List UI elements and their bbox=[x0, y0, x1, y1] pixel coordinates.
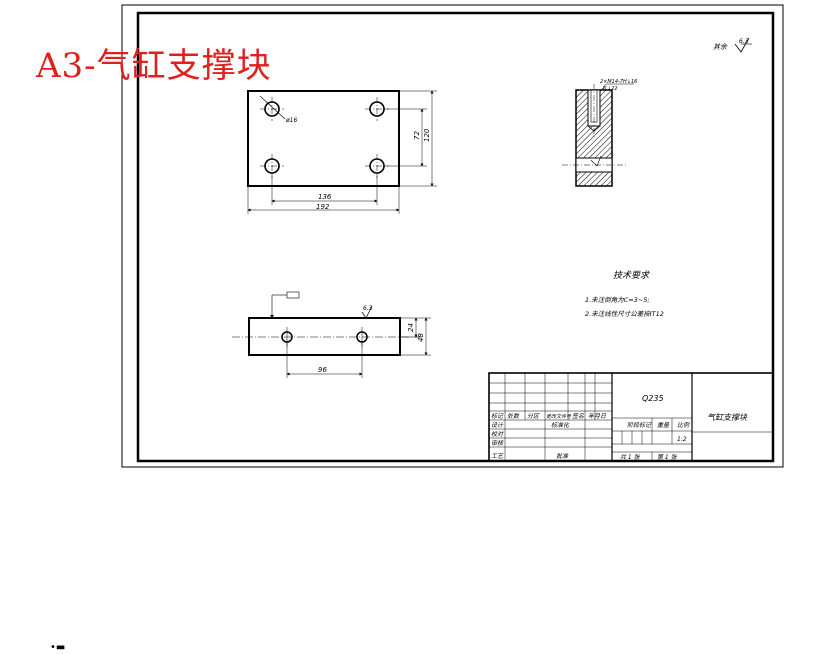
stage-label: 阶段标记 bbox=[627, 421, 652, 429]
standard-label: 标准化 bbox=[551, 421, 570, 429]
thread-note-1: 2×M14-7H↓16 bbox=[600, 79, 637, 85]
approve-label: 批准 bbox=[556, 452, 569, 460]
hole-diameter-label: ø16 bbox=[285, 117, 297, 124]
title-block bbox=[488, 372, 774, 462]
header-change-doc: 更改文件号 bbox=[546, 413, 572, 420]
row-label-review: 审核 bbox=[491, 439, 504, 447]
corner-mark-label: 其余 bbox=[713, 43, 728, 51]
bottom-marker: •▬ bbox=[50, 642, 66, 653]
dim-half-thickness: 24 bbox=[407, 323, 415, 332]
drawing-title: A3-气缸支撑块 bbox=[36, 46, 272, 86]
side-roughness-value: 6.3 bbox=[363, 305, 373, 312]
material-label: Q235 bbox=[642, 394, 664, 403]
scale-label: 比例 bbox=[677, 421, 690, 429]
dim-hole-pitch-y: 72 bbox=[413, 131, 421, 140]
header-count: 处数 bbox=[507, 412, 520, 420]
dim-hole-pitch-x: 136 bbox=[318, 193, 332, 201]
note-item-1: 1.未注倒角为C=3~5; bbox=[585, 296, 650, 304]
dim-total-height: 120 bbox=[423, 128, 431, 142]
dim-thickness: 48 bbox=[417, 333, 425, 342]
row-label-mark: 标记 bbox=[491, 412, 504, 420]
header-date: 年月日 bbox=[588, 412, 607, 420]
sheet-total: 共 1 张 bbox=[620, 454, 641, 461]
header-sign: 签名 bbox=[572, 412, 585, 420]
top-view-holes bbox=[260, 97, 389, 178]
row-label-process: 工艺 bbox=[491, 452, 504, 460]
thread-note-2: 孔↓22 bbox=[602, 85, 618, 92]
sheet-outer-border bbox=[121, 4, 784, 468]
scale-value: 1:2 bbox=[677, 436, 687, 443]
front-view: 6.3 96 24 48 bbox=[232, 291, 431, 378]
corner-roughness-value: 6.3 bbox=[739, 38, 749, 45]
notes-heading: 技术要求 bbox=[613, 270, 650, 281]
dim-total-width: 192 bbox=[316, 203, 330, 211]
row-label-check: 校对 bbox=[491, 430, 504, 438]
top-view: ø16 136 192 72 120 bbox=[247, 90, 437, 214]
sheet-number: 第 1 张 bbox=[657, 453, 678, 461]
note-item-2: 2.未注线性尺寸公差按IT12 bbox=[585, 310, 664, 318]
dim-front-hole-pitch: 96 bbox=[318, 366, 327, 374]
weight-label: 重量 bbox=[657, 422, 670, 429]
title-block-text: Q235 气缸支撑块 标记 设计 校对 审核 工艺 处数 分区 更改文件号 签名… bbox=[491, 394, 748, 461]
front-view-outline bbox=[248, 317, 401, 356]
part-name-label: 气缸支撑块 bbox=[707, 413, 748, 422]
top-view-outline bbox=[247, 90, 400, 187]
section-view: 2×M14-7H↓16 孔↓22 bbox=[562, 79, 637, 187]
datum-box bbox=[286, 291, 300, 299]
header-zone: 分区 bbox=[527, 413, 540, 420]
sheet-inner-border bbox=[136, 11, 775, 463]
row-label-design: 设计 bbox=[491, 421, 504, 429]
roughness-corner-mark: 其余 6.3 bbox=[713, 37, 752, 53]
technical-notes: 技术要求 1.未注倒角为C=3~5; 2.未注线性尺寸公差按IT12 bbox=[585, 270, 664, 318]
